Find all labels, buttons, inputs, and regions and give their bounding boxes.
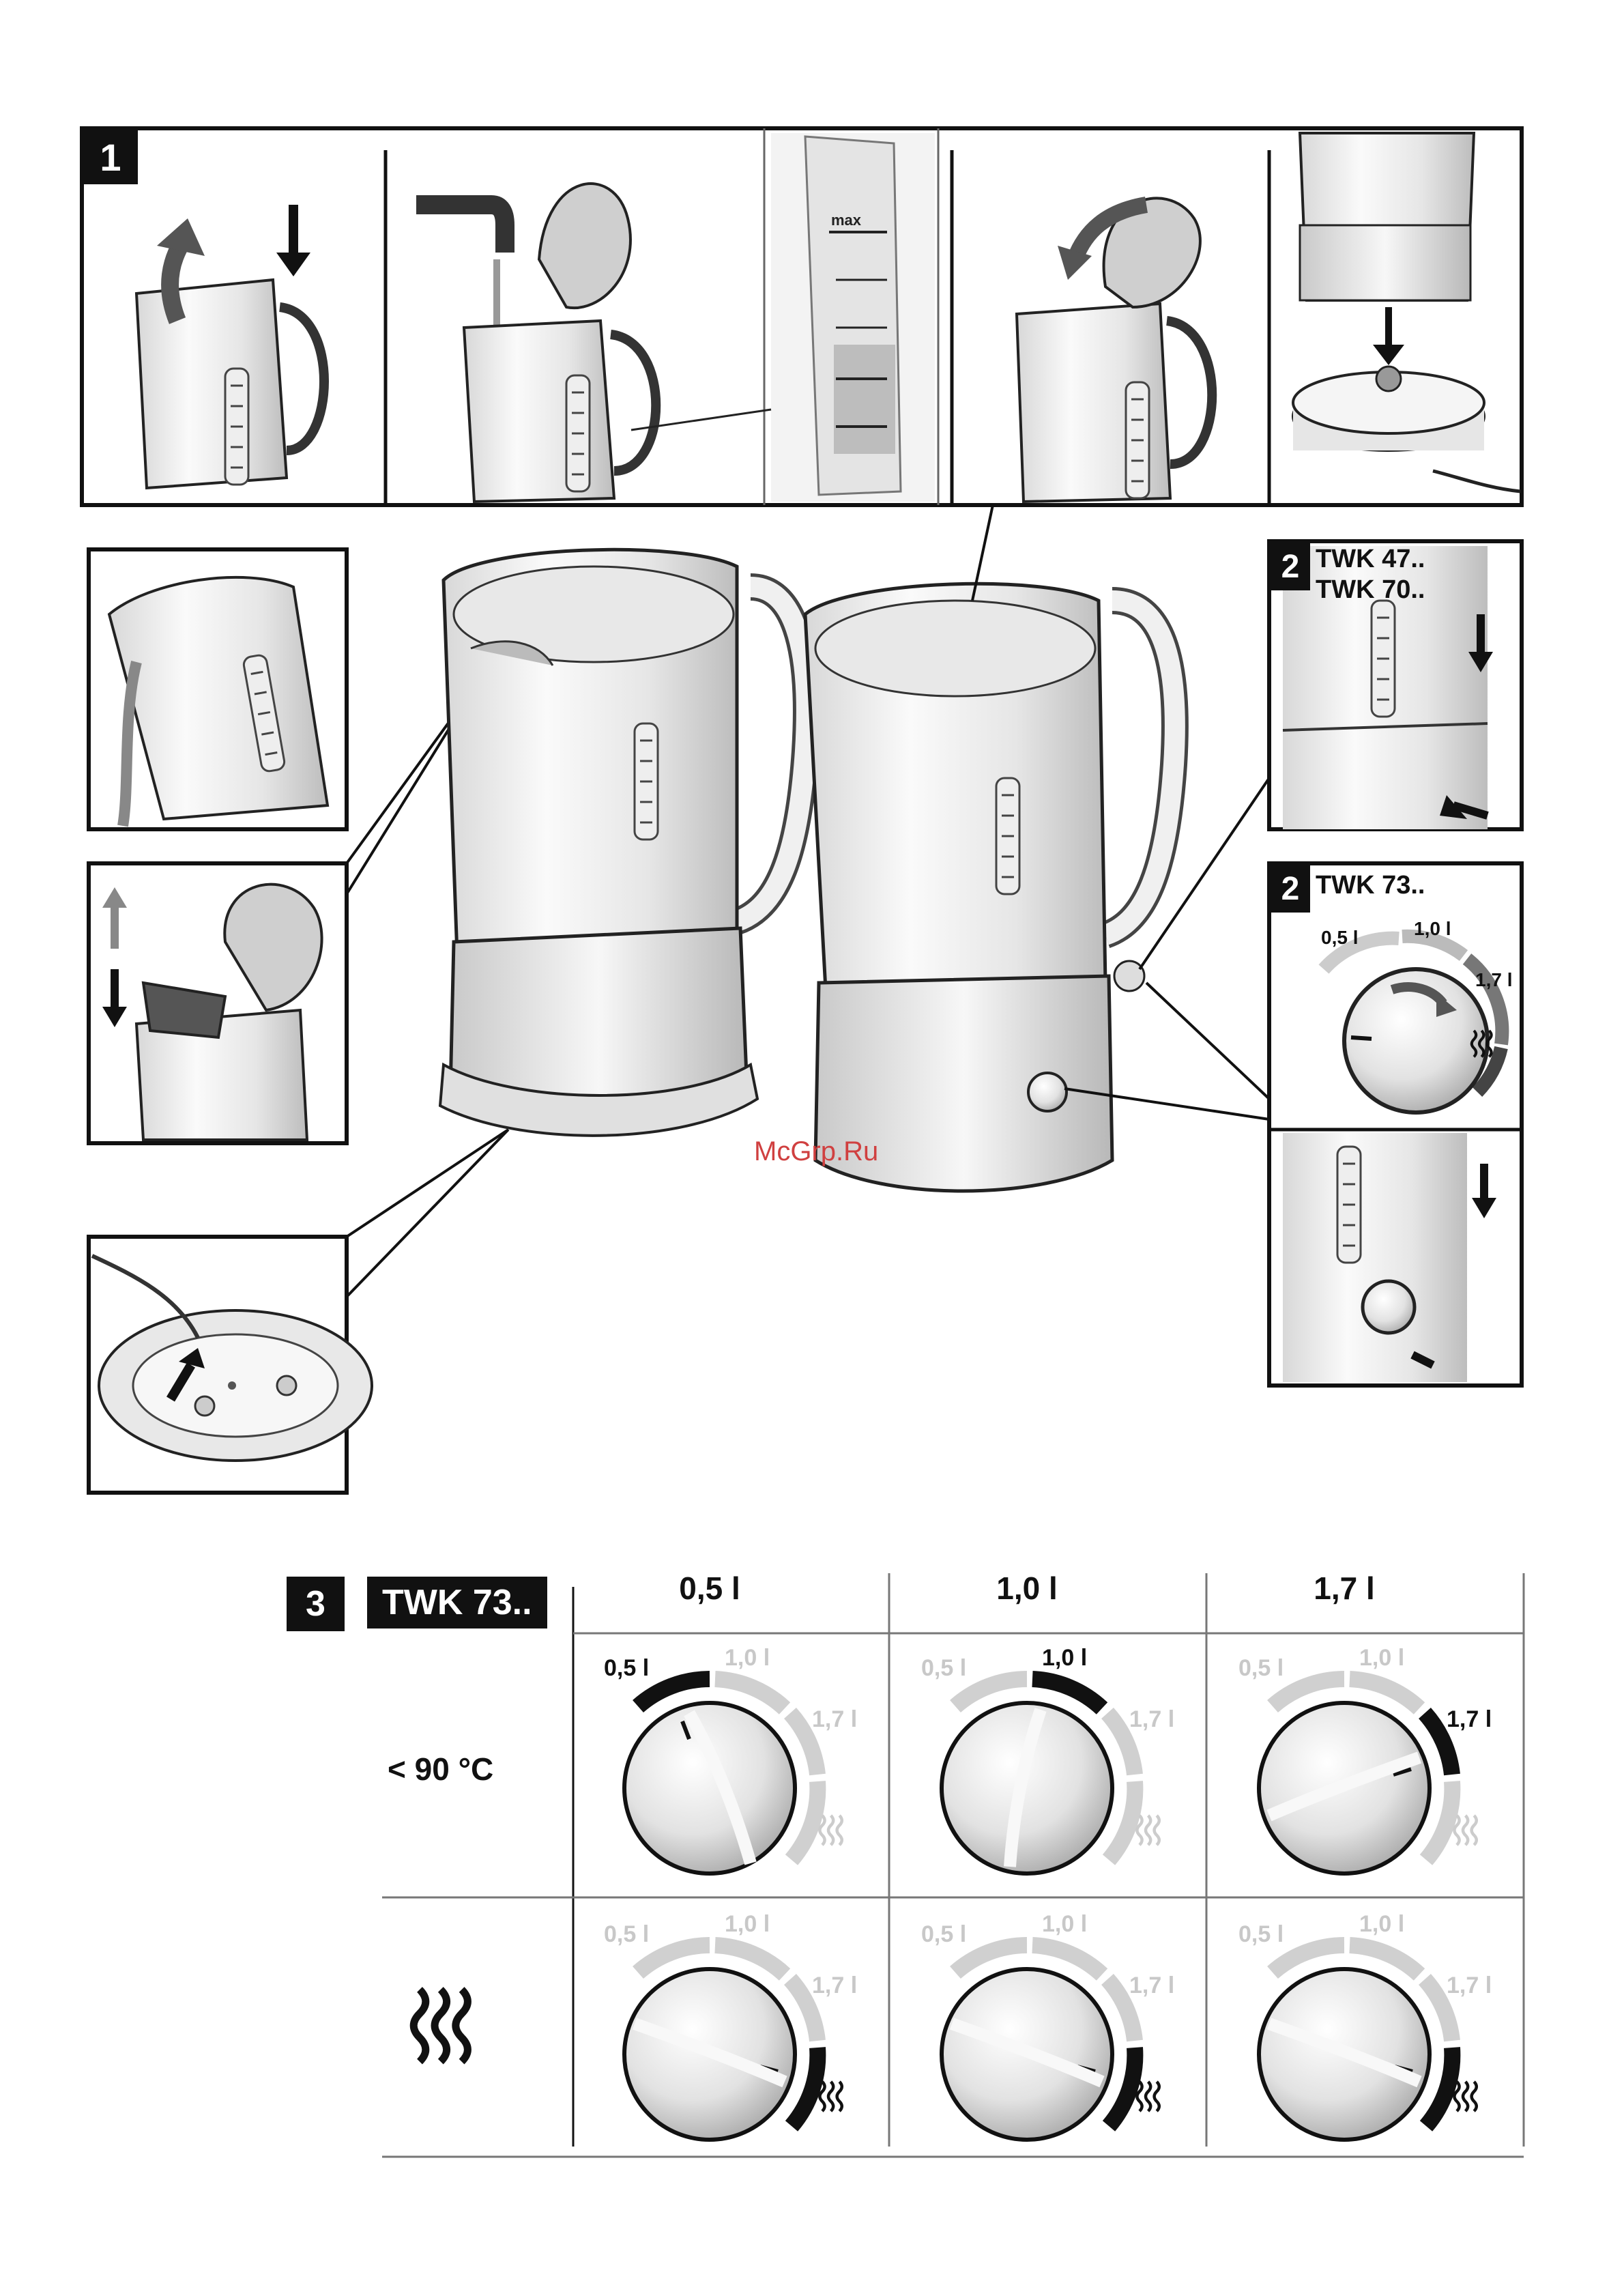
column-header-17: 1,7 l <box>1242 1570 1447 1607</box>
dial-row1-col1 <box>624 1679 842 1874</box>
r2c1-label-05: 0,5 l <box>604 1921 649 1948</box>
dial-row1-col2 <box>942 1679 1159 1874</box>
figure3-model-tag: TWK 73.. <box>367 1577 547 1628</box>
r2c1-label-17: 1,7 l <box>812 1972 857 1999</box>
dial-row1-col3 <box>1259 1679 1477 1874</box>
r1c3-label-17: 1,7 l <box>1447 1706 1492 1733</box>
column-header-05: 0,5 l <box>607 1570 812 1607</box>
step-3-badge: 3 <box>287 1577 345 1631</box>
figure-1-panel: max <box>82 128 1522 505</box>
r1c1-label-17: 1,7 l <box>812 1706 857 1733</box>
r2c2-label-05: 0,5 l <box>921 1921 966 1948</box>
dial-label-05: 0,5 l <box>1321 927 1358 949</box>
model-label-twk47: TWK 47.. <box>1316 546 1425 573</box>
r1c1-label-05: 0,5 l <box>604 1655 649 1682</box>
r1c2-label-17: 1,7 l <box>1129 1706 1174 1733</box>
r1c2-label-10: 1,0 l <box>1042 1645 1087 1671</box>
figure-2b-panel <box>1269 863 1522 1386</box>
column-header-10: 1,0 l <box>925 1570 1129 1607</box>
step-2b-badge: 2 <box>1271 865 1310 913</box>
r2c3-label-10: 1,0 l <box>1359 1911 1404 1938</box>
dial-row2-col3 <box>1259 1945 1477 2140</box>
base-cord-detail-panel <box>89 1237 372 1493</box>
steam-icon <box>414 1990 467 2062</box>
r2c2-label-17: 1,7 l <box>1129 1972 1174 1999</box>
r1c1-label-10: 1,0 l <box>725 1645 770 1671</box>
dial-label-17: 1,7 l <box>1475 969 1512 991</box>
dial-label-10: 1,0 l <box>1414 918 1451 940</box>
max-label: max <box>831 212 862 229</box>
watermark: McGrp.Ru <box>754 1136 878 1166</box>
r2c3-label-17: 1,7 l <box>1447 1972 1492 1999</box>
dial-row2-col1 <box>624 1945 842 2140</box>
r2c1-label-10: 1,0 l <box>725 1911 770 1938</box>
r2c3-label-05: 0,5 l <box>1238 1921 1284 1948</box>
row-label-under-90c: < 90 °C <box>388 1751 493 1788</box>
pour-detail-panel <box>89 549 347 829</box>
model-label-twk73: TWK 73.. <box>1316 872 1425 900</box>
step-1-badge: 1 <box>83 130 138 184</box>
r1c3-label-05: 0,5 l <box>1238 1655 1284 1682</box>
kettle-right-illustration <box>805 584 1175 1191</box>
step-2a-badge: 2 <box>1271 543 1310 590</box>
kettle-left-illustration <box>440 549 807 1136</box>
model-label-twk70: TWK 70.. <box>1316 577 1425 604</box>
dial-row2-col2 <box>942 1945 1159 2140</box>
lid-filter-detail-panel <box>89 863 347 1143</box>
r2c2-label-10: 1,0 l <box>1042 1911 1087 1938</box>
r1c3-label-10: 1,0 l <box>1359 1645 1404 1671</box>
r1c2-label-05: 0,5 l <box>921 1655 966 1682</box>
